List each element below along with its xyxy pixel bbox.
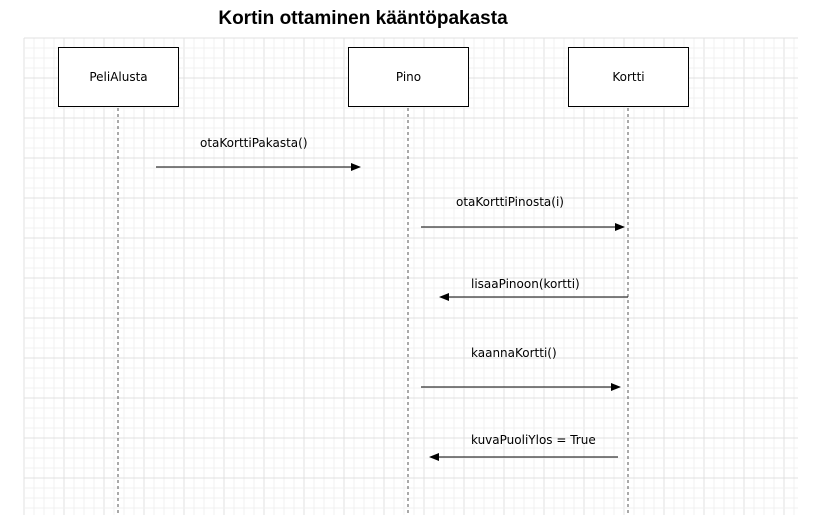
participant-kortti[interactable]: Kortti: [568, 47, 689, 107]
message-label-5: kuvaPuoliYlos = True: [471, 433, 596, 447]
participant-pino[interactable]: Pino: [348, 47, 469, 107]
message-label-1: otaKorttiPakasta(): [200, 136, 308, 150]
participant-label: PeliAlusta: [89, 70, 148, 84]
diagram-title: Kortin ottaminen kääntöpakasta: [218, 8, 508, 29]
message-label-2: otaKorttiPinosta(i): [456, 195, 564, 209]
message-label-4: kaannaKortti(): [471, 346, 557, 360]
participant-peli-alusta[interactable]: PeliAlusta: [58, 47, 179, 107]
message-label-3: lisaaPinoon(kortti): [471, 277, 580, 291]
participant-label: Pino: [395, 70, 422, 84]
background-grid: [23, 37, 798, 515]
participant-label: Kortti: [612, 70, 645, 84]
